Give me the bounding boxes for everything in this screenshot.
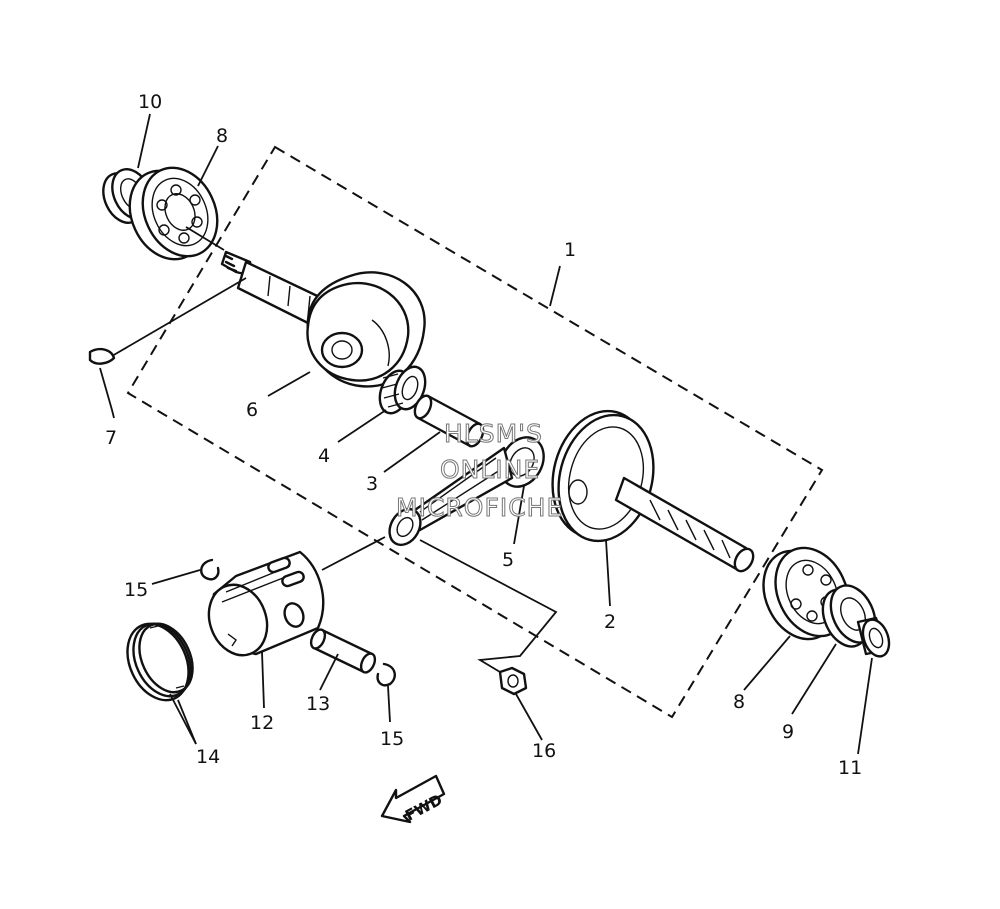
callout-6: 6 [246, 399, 258, 421]
callout-14: 14 [196, 746, 220, 768]
callout-15-lower: 15 [380, 728, 404, 750]
part-4-needle-bearing [378, 365, 427, 415]
callout-9: 9 [782, 721, 794, 743]
callout-4: 4 [318, 445, 330, 467]
part-8-bearing-right [762, 546, 850, 641]
part-14-piston-rings [126, 622, 194, 702]
part-5-connecting-rod [388, 436, 545, 547]
part-13-piston-pin [309, 628, 377, 674]
part-15-circlip-lower [376, 662, 396, 687]
callout-leaders [137, 113, 873, 755]
part-16-nut [498, 666, 528, 696]
callout-16: 16 [532, 740, 556, 762]
part-12-piston [207, 550, 325, 657]
watermark-line-1: HLSM'S [444, 419, 543, 448]
callout-8-right: 8 [733, 691, 745, 713]
callout-5: 5 [502, 549, 514, 571]
part-3-crank-pin [413, 394, 485, 448]
callout-11: 11 [838, 757, 862, 779]
callout-8-left: 8 [216, 125, 228, 147]
watermark-line-3: MICROFICHE [396, 493, 563, 522]
part-11-collar [856, 616, 891, 658]
forward-direction-arrow: FWD [380, 774, 445, 825]
callout-3: 3 [366, 473, 378, 495]
callout-7: 7 [105, 427, 117, 449]
part-2-right-crank-half [551, 409, 755, 573]
assembly-leader-lines [99, 265, 561, 673]
part-6-left-crank-half [220, 250, 426, 388]
callout-1: 1 [564, 239, 576, 261]
watermark-line-2: ONLINE [440, 455, 540, 484]
part-7-woodruff-key [88, 347, 116, 365]
callout-10: 10 [138, 91, 162, 113]
callout-15-upper: 15 [124, 579, 148, 601]
crankshaft-assembly-boundary [126, 145, 824, 719]
callout-13: 13 [306, 693, 330, 715]
callout-12: 12 [250, 712, 274, 734]
part-15-circlip-upper [200, 558, 220, 581]
callout-2: 2 [604, 611, 616, 633]
